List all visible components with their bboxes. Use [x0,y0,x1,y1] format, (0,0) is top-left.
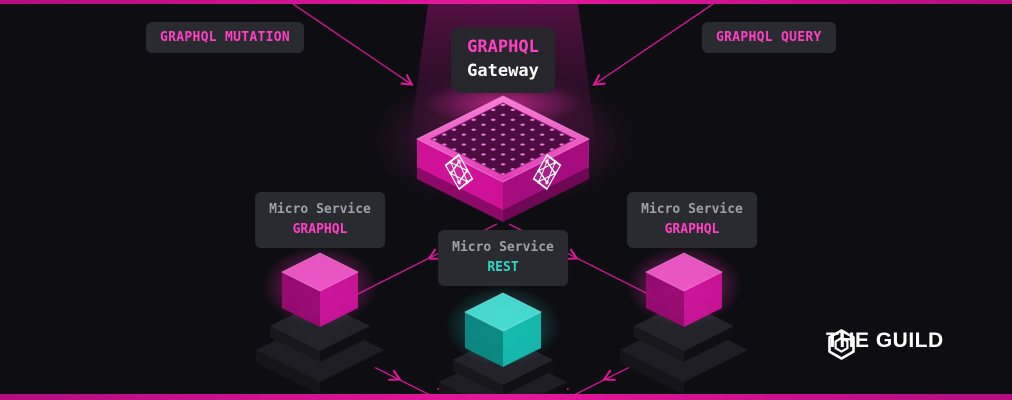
gateway-cube-top-circuit [429,102,577,176]
service-subtitle: GRAPHQL [664,222,720,238]
service-subtitle: REST [487,260,519,276]
gateway-label: GRAPHQL Gateway [451,27,555,93]
service-subtitle: GRAPHQL [292,222,348,238]
graphql-query-badge: GRAPHQL QUERY [702,22,836,53]
service-title: Micro Service [641,202,743,217]
bottom-border [0,394,1012,400]
service-cube-graphql-left [256,245,384,395]
service-cube-rest [439,285,567,400]
service-cube-graphql-right [620,245,748,395]
brand-name: THE GUILD [826,329,944,352]
service-label-rest: Micro Service REST [438,230,568,287]
brand-logo: THE GUILD [826,329,944,360]
gateway-label-line2: Gateway [467,60,539,81]
gateway-label-line1: GRAPHQL [467,37,539,57]
service-title: Micro Service [269,202,371,217]
top-border [0,0,1012,4]
graphql-mutation-badge: GRAPHQL MUTATION [146,22,305,53]
gateway-cube [415,95,591,222]
guild-logo-icon [828,329,855,360]
service-title: Micro Service [452,240,554,255]
service-label-graphql-right: Micro Service GRAPHQL [627,192,757,249]
service-label-graphql-left: Micro Service GRAPHQL [255,192,385,249]
